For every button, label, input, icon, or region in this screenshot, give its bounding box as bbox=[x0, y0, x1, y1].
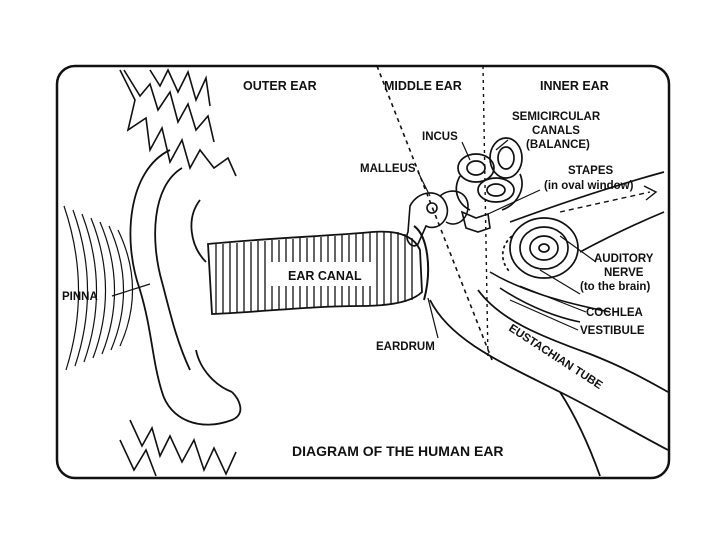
section-inner-ear: INNER EAR bbox=[540, 79, 609, 93]
pinna-shape bbox=[129, 149, 242, 426]
auditory-nerve-shape bbox=[509, 171, 665, 253]
label-auditory-3: (to the brain) bbox=[580, 281, 650, 293]
label-eardrum: EARDRUM bbox=[376, 341, 435, 353]
eustachian-tube-shape bbox=[429, 289, 669, 477]
sound-waves bbox=[63, 205, 134, 371]
label-auditory-1: AUDITORY bbox=[594, 253, 654, 265]
label-pinna: PINNA bbox=[62, 291, 98, 303]
label-malleus: MALLEUS bbox=[360, 163, 416, 175]
label-incus: INCUS bbox=[422, 131, 458, 143]
diagram-title: DIAGRAM OF THE HUMAN EAR bbox=[292, 443, 504, 459]
label-vestibule: VESTIBULE bbox=[580, 325, 645, 337]
middle-inner-divider bbox=[482, 65, 489, 361]
cochlea-shape bbox=[501, 217, 579, 279]
eardrum-shape bbox=[413, 225, 430, 301]
section-outer-ear: OUTER EAR bbox=[243, 79, 317, 93]
hair bbox=[119, 68, 237, 477]
label-cochlea: COCHLEA bbox=[586, 307, 643, 319]
label-auditory-2: NERVE bbox=[604, 267, 644, 279]
section-middle-ear: MIDDLE EAR bbox=[384, 79, 462, 93]
ear-canal-shape bbox=[207, 230, 423, 315]
label-semicircular-2: CANALS bbox=[532, 125, 580, 137]
label-ear-canal: EAR CANAL bbox=[288, 269, 362, 283]
semicircular-canals-shape bbox=[455, 137, 523, 211]
leader-lines bbox=[111, 139, 597, 339]
label-semicircular-1: SEMICIRCULAR bbox=[512, 111, 601, 123]
label-stapes-1: STAPES bbox=[568, 165, 613, 177]
label-stapes-2: (in oval window) bbox=[544, 180, 634, 192]
label-semicircular-3: (BALANCE) bbox=[526, 139, 590, 151]
ossicles bbox=[406, 190, 491, 247]
